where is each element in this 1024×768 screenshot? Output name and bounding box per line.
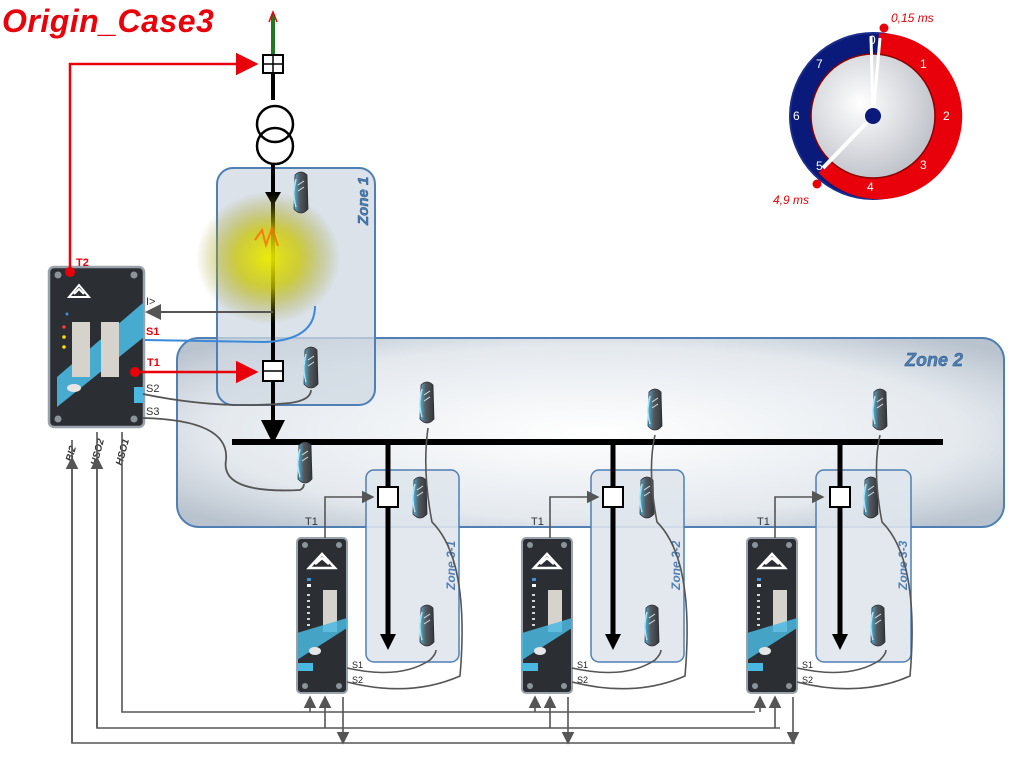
feeder-relay-1-s2: S2 (352, 675, 363, 685)
wire-s2 (142, 389, 312, 407)
dial-number-7: 7 (816, 57, 823, 71)
dial-number-3: 3 (920, 158, 927, 172)
trip-point-t1 (130, 367, 140, 377)
feeder-3 (829, 442, 851, 650)
feeder-relay-2 (520, 536, 574, 695)
zone-3-3-label: Zone 3-3 (896, 540, 910, 591)
main-protection-relay (47, 265, 146, 429)
diagram-title: Origin_Case3 (2, 3, 215, 39)
main-relay-t1-label: T1 (147, 357, 160, 369)
feeder-1 (377, 442, 399, 650)
timer-start-label: 0,15 ms (891, 11, 934, 25)
timer-hand-end (821, 114, 875, 170)
main-relay-s3-label: S3 (146, 406, 159, 418)
arc-sensor-feeder1-bottom (419, 604, 435, 647)
wire-s1 (144, 305, 316, 344)
main-relay-igt-label: I> (146, 296, 155, 308)
feeder-relay-2-t1: T1 (531, 516, 544, 528)
feeder-2 (602, 442, 624, 650)
arc-fault-glow (196, 192, 340, 324)
trip-point-t2 (65, 267, 75, 277)
dial-number-2: 2 (943, 109, 950, 123)
power-transformer (255, 104, 295, 166)
feeder-relay-wires (324, 427, 913, 690)
zone-2-label: Zone 2 (904, 350, 963, 370)
timer-hand-start-a (869, 35, 875, 117)
arc-sensor-feeder3-bottom (870, 604, 886, 647)
timer-end-marker (812, 179, 822, 189)
timer-end-label: 4,9 ms (773, 193, 809, 207)
main-relay-t2-label: T2 (76, 257, 89, 269)
timer-start-marker (879, 23, 889, 33)
dial-number-6: 6 (793, 109, 800, 123)
main-relay-hso2-label: HSO2 (89, 437, 107, 467)
dial-number-1: 1 (920, 57, 927, 71)
feeder-relay-3-s2: S2 (802, 675, 813, 685)
arc-sensor-zone1-bottom (303, 346, 319, 389)
feeder-relay-1-s1: S1 (352, 660, 363, 670)
arc-sensor-zone1-top (293, 171, 309, 214)
zone-3-1-label: Zone 3-1 (444, 540, 458, 591)
arc-sensor-feeder2-bottom (644, 604, 660, 647)
arc-sensor-busbar-1 (419, 381, 435, 424)
arc-sensor-feeder3-top (863, 476, 879, 519)
main-relay-s2-label: S2 (146, 383, 159, 395)
zone-1-label: Zone 1 (355, 177, 372, 226)
incoming-arrow-tip (268, 9, 278, 23)
dial-number-5: 5 (816, 159, 823, 173)
timer-hand-start-b (871, 37, 882, 117)
trip-line-t2 (68, 52, 259, 272)
main-relay-hso1-label: HSO1 (114, 437, 132, 467)
feeder-relay-3 (745, 536, 799, 695)
feeder-relay-1-t1: T1 (305, 516, 318, 528)
feeder-relay-2-s1: S1 (577, 660, 588, 670)
arc-sensor-busbar-left (297, 441, 313, 484)
feeder-relay-3-s1: S1 (802, 660, 813, 670)
arc-sensor-feeder1-top (412, 476, 428, 519)
feeder-relay-3-t1: T1 (757, 516, 770, 528)
arc-sensor-busbar-3 (872, 388, 888, 431)
dial-number-4: 4 (867, 180, 874, 194)
feeder-relay-1 (295, 536, 349, 695)
zone-3-2-label: Zone 3-2 (669, 540, 683, 591)
wire-s3 (142, 417, 305, 492)
main-relay-s1-label: S1 (146, 326, 159, 338)
arc-sensor-busbar-2 (647, 388, 663, 431)
feeder-relay-2-s2: S2 (577, 675, 588, 685)
interlock-bus (65, 432, 800, 745)
timer-dial: 0 1 2 3 4 5 6 7 (789, 23, 963, 200)
